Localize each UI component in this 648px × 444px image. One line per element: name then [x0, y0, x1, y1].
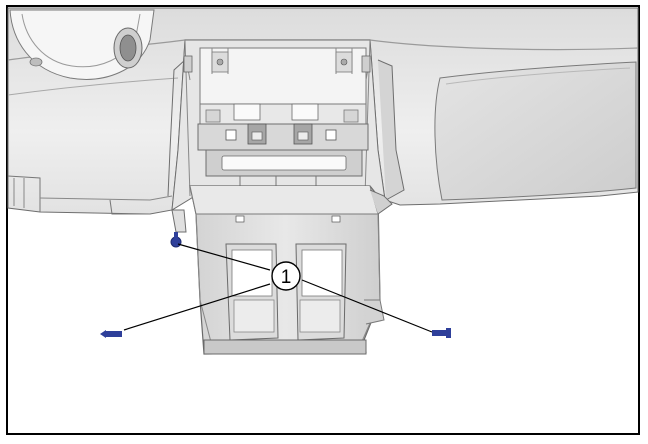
fastener-screw-right-icon	[432, 328, 451, 338]
radio-mounting-bracket	[183, 47, 371, 186]
glove-box-panel	[434, 61, 637, 201]
callout-1: 1	[271, 261, 301, 291]
callout-label: 1	[281, 267, 292, 288]
fastener-screw-left-icon	[100, 330, 122, 338]
callout-leader-lines	[123, 243, 433, 333]
steering-column-opening	[9, 9, 155, 80]
